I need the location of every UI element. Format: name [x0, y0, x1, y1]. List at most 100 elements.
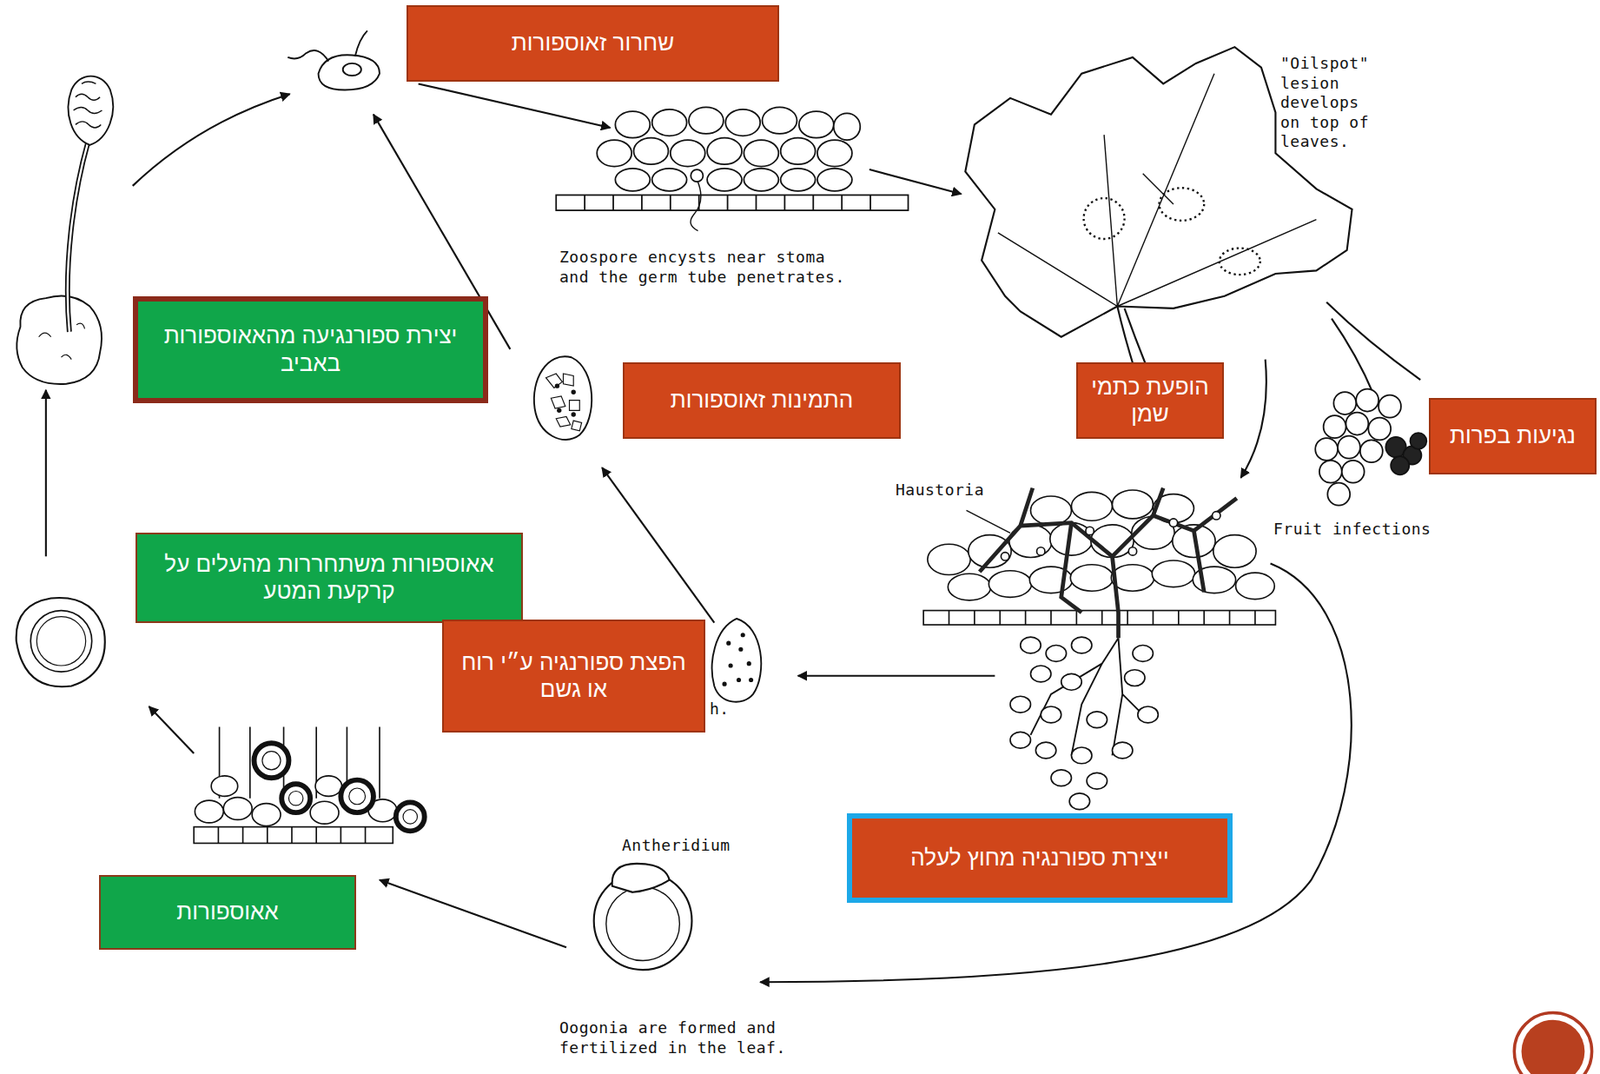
- germinating-oospore-part: [67, 143, 88, 332]
- infected-tissue-part: [1061, 673, 1082, 690]
- grape-cluster-part: [1368, 417, 1391, 441]
- cycle-arrow-part: [760, 563, 1352, 983]
- grape-leaf-part: [1219, 248, 1261, 276]
- sporangium-part: [712, 618, 762, 702]
- cycle-arrow-part: [869, 169, 962, 194]
- infected-tissue-part: [1212, 511, 1221, 520]
- germinating-oospore: [16, 76, 113, 384]
- oospore: [16, 597, 106, 687]
- grape-leaf-part: [1326, 302, 1421, 395]
- infected-tissue-part: [1071, 747, 1091, 764]
- infected-tissue-part: [1213, 535, 1257, 569]
- stage-text: התמינות זאוספורות: [670, 386, 854, 414]
- stage-box: יצירת ספורנגיעה מהאאוספורות באביב: [132, 296, 489, 404]
- oospore-tissue-part: [262, 751, 281, 770]
- oospore-tissue-part: [396, 801, 425, 831]
- grape-cluster-part: [1345, 412, 1369, 436]
- stage-box: ייצירת ספורנגיה מחוץ לעלה: [846, 813, 1233, 903]
- infected-tissue-part: [1236, 572, 1276, 600]
- germinating-oospore-part: [67, 143, 88, 332]
- caption-label: Haustoria: [895, 480, 985, 501]
- infected-tissue-part: [1132, 645, 1153, 662]
- oospore-tissue-part: [211, 775, 239, 796]
- oospore-tissue-part: [349, 787, 366, 805]
- infected-tissue-part: [1086, 711, 1107, 728]
- infected-tissue-part: [1124, 669, 1145, 687]
- germinating-oospore-part: [39, 323, 86, 360]
- infected-tissue-part: [1030, 495, 1072, 525]
- leaf-tissue-part: [634, 138, 669, 166]
- leaf-tissue-part: [833, 112, 861, 140]
- zoosporangium-part: [571, 412, 576, 417]
- grape-cluster-part: [1360, 439, 1383, 463]
- infected-tissue-part: [1037, 547, 1045, 556]
- sporangium-part: [727, 641, 730, 645]
- leaf-tissue-part: [743, 139, 779, 167]
- sporangium-part: [741, 633, 745, 636]
- infected-tissue-part: [1111, 741, 1132, 759]
- infected-tissue-part: [923, 610, 1276, 625]
- caption-label: Oogonia are formed and fertilized in the…: [559, 1018, 799, 1058]
- leaf-tissue-part: [707, 168, 742, 192]
- infected-tissue-part: [1085, 526, 1094, 535]
- grape-cluster-part: [1319, 460, 1343, 483]
- leaf-tissue-part: [799, 111, 834, 139]
- grape-cluster-part: [1337, 436, 1361, 459]
- infected-tissue-part: [979, 488, 1237, 639]
- caption-label: h.: [709, 699, 730, 720]
- oospore-tissue-part: [223, 797, 252, 820]
- infected-tissue-part: [1045, 645, 1066, 662]
- zoosporangium-part: [545, 373, 582, 431]
- leaf-tissue: [555, 106, 908, 231]
- leaf-tissue-part: [652, 168, 688, 192]
- grape-leaf: [965, 46, 1421, 394]
- oospore-tissue-part: [310, 800, 339, 824]
- infected-tissue-part: [1086, 772, 1107, 789]
- stage-text: נגיעות בפרות: [1449, 422, 1576, 450]
- infected-tissue-part: [1169, 518, 1177, 527]
- stage-box: נגיעות בפרות: [1428, 397, 1597, 475]
- oospore-tissue-part: [251, 803, 281, 827]
- grape-leaf-part: [1084, 198, 1125, 239]
- oospore-tissue-part: [340, 780, 374, 814]
- stage-text: שחרור זאוספורות: [511, 29, 675, 57]
- zoosporangium-part: [557, 409, 562, 413]
- infected-tissue-part: [927, 543, 971, 575]
- zoospore-part: [287, 50, 329, 62]
- leaf-tissue-part: [817, 168, 853, 192]
- leaf-tissue-part: [596, 139, 632, 167]
- infected-tissue-part: [1020, 636, 1041, 654]
- oospore-tissue-part: [315, 775, 343, 796]
- stage-text: אאוספורות: [176, 898, 278, 926]
- oogonium-part: [606, 886, 681, 961]
- grape-cluster-part: [1315, 437, 1338, 461]
- oospore-part: [36, 616, 86, 666]
- oospore-tissue-part: [288, 791, 303, 806]
- cycle-arrow-part: [601, 467, 715, 623]
- germinating-oospore-part: [68, 76, 114, 146]
- leaf-tissue-part: [690, 179, 701, 232]
- slide-logo: [1514, 1011, 1592, 1074]
- oospore-tissue-part: [218, 826, 365, 844]
- zoospore-part: [355, 30, 368, 56]
- infected-tissue-part: [1010, 695, 1031, 713]
- infected-tissue-part: [1000, 552, 1009, 561]
- germinating-oospore-part: [16, 295, 102, 384]
- infected-tissue-part: [1151, 560, 1195, 588]
- leaf-tissue-part: [762, 106, 798, 134]
- zoosporangium-part: [534, 356, 592, 440]
- sporangium: [712, 618, 762, 702]
- infected-tissue-part: [1110, 564, 1154, 592]
- grape-cluster-part: [1378, 395, 1402, 418]
- infected-tissue-part: [1040, 706, 1061, 723]
- leaf-tissue-part: [743, 168, 779, 192]
- caption-label: Antheridium: [621, 835, 731, 856]
- leaf-tissue-part: [555, 194, 908, 211]
- caption-label: Fruit infections: [1273, 519, 1431, 540]
- infected-tissue-part: [1071, 636, 1091, 654]
- infected-tissue-part: [1010, 731, 1031, 748]
- grape-cluster-part: [1390, 456, 1409, 475]
- leaf-tissue-part: [780, 138, 816, 166]
- infected-tissue-part: [947, 573, 991, 601]
